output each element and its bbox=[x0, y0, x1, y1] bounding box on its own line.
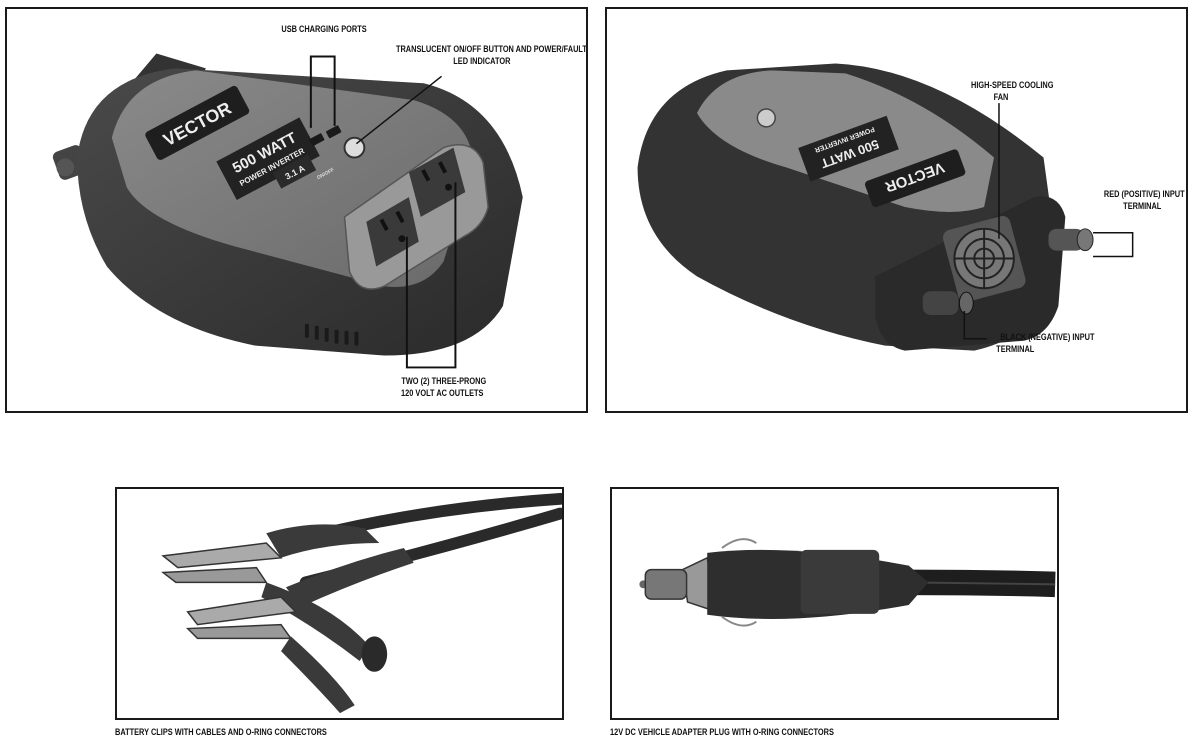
ac-outlet-icon bbox=[366, 197, 419, 267]
inverter-rear-figure: 500 WATT POWER INVERTER VECTOR bbox=[605, 7, 1188, 413]
cooling-fan-callout-line1: HIGH-SPEED COOLING bbox=[971, 80, 1054, 90]
battery-clips-figure bbox=[115, 487, 564, 720]
battery-clips-illustration bbox=[161, 492, 562, 714]
black-terminal-callout-line2: TERMINAL bbox=[996, 344, 1035, 354]
usb-port-icon bbox=[309, 125, 342, 147]
power-button-callout-line1: TRANSLUCENT ON/OFF BUTTON AND POWER/FAUL… bbox=[395, 44, 587, 54]
power-button-callout-line2: LED INDICATOR bbox=[453, 56, 511, 66]
vehicle-adapter-caption: 12V DC VEHICLE ADAPTER PLUG WITH O-RING … bbox=[610, 727, 834, 737]
positive-terminal-icon bbox=[1048, 228, 1094, 252]
ac-outlet-icon bbox=[408, 147, 466, 217]
power-button-icon bbox=[756, 108, 776, 128]
black-terminal-callout-line1: BLACK (NEGATIVE) INPUT bbox=[1000, 332, 1095, 342]
cooling-fan-callout-line2: FAN bbox=[993, 92, 1009, 102]
red-terminal-callout-line1: RED (POSITIVE) INPUT bbox=[1103, 189, 1185, 199]
usb-ports-callout: USB CHARGING PORTS bbox=[281, 24, 367, 34]
red-terminal-callout-line2: TERMINAL bbox=[1123, 201, 1162, 211]
battery-clip-icon bbox=[185, 547, 414, 714]
inverter-rear-illustration: 500 WATT POWER INVERTER VECTOR bbox=[637, 63, 1134, 351]
inverter-front-illustration: VECTOR 500 WATT POWER INVERTER 3.1 A ON/… bbox=[52, 53, 523, 369]
ac-outlets-callout-line2: 120 VOLT AC OUTLETS bbox=[401, 388, 484, 398]
vehicle-adapter-figure bbox=[610, 487, 1059, 720]
power-button-icon bbox=[343, 136, 366, 159]
vehicle-plug-icon bbox=[639, 538, 929, 627]
vehicle-adapter-illustration bbox=[639, 538, 1056, 627]
negative-terminal-icon bbox=[922, 291, 974, 315]
battery-clips-caption: BATTERY CLIPS WITH CABLES AND O-RING CON… bbox=[115, 727, 327, 737]
cooling-fan-icon bbox=[942, 215, 1026, 303]
inverter-front-figure: VECTOR 500 WATT POWER INVERTER 3.1 A ON/… bbox=[5, 7, 588, 413]
ac-outlets-callout-line1: TWO (2) THREE-PRONG bbox=[401, 376, 487, 386]
battery-clip-icon bbox=[161, 524, 388, 672]
